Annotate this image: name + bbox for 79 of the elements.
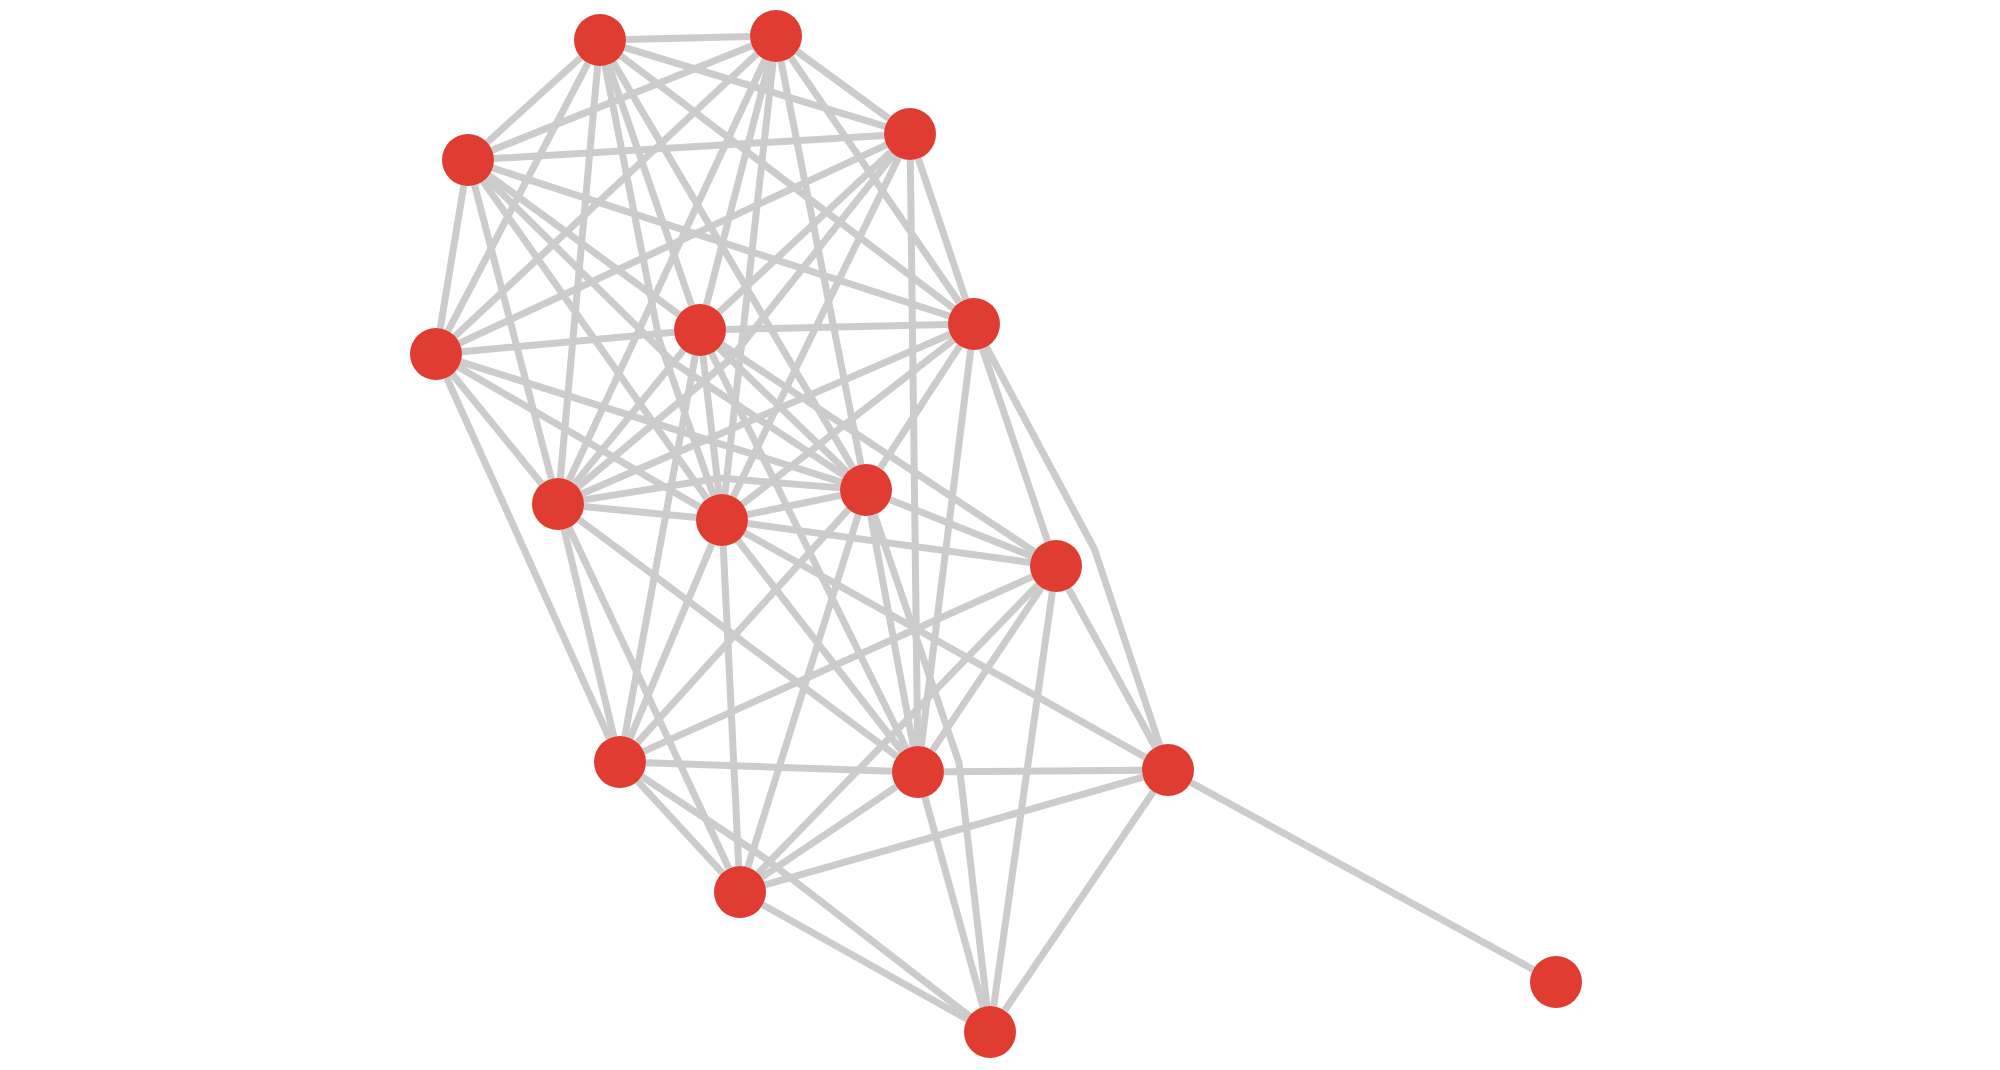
edge-line: [719, 545, 743, 867]
edge-line: [576, 516, 900, 760]
edge-line: [456, 364, 702, 510]
edge-line: [699, 355, 723, 495]
edge-line: [735, 538, 905, 754]
edge-line: [490, 42, 754, 154]
edge-line: [575, 152, 897, 490]
edge-line: [721, 61, 777, 495]
edge-line: [871, 513, 991, 1007]
edge-line: [708, 351, 910, 751]
edge-line: [645, 759, 893, 775]
edge-line: [703, 60, 773, 306]
edge-line: [759, 783, 899, 881]
edge-line: [459, 358, 843, 486]
edge-line: [571, 347, 687, 487]
edge-line: [716, 345, 850, 475]
edge-line: [746, 491, 842, 519]
edge-line: [740, 337, 956, 507]
edge-line: [565, 526, 733, 870]
edge-line: [484, 175, 847, 479]
edge-line: [610, 60, 856, 470]
edge-line: [983, 345, 1164, 747]
edge-line: [730, 155, 902, 499]
edge-line: [990, 591, 1056, 1007]
edge-line: [787, 55, 963, 305]
edge-line: [888, 496, 1034, 560]
edge-line: [580, 331, 952, 497]
edge-line: [471, 184, 555, 480]
edge-line: [877, 343, 963, 471]
edge-line: [943, 766, 1143, 776]
edge-line: [605, 63, 695, 307]
edge-line: [719, 341, 1037, 555]
edge-line: [1189, 779, 1535, 973]
edge-line: [744, 513, 862, 869]
edge-line: [444, 61, 592, 333]
edge-line: [747, 520, 1031, 566]
edge-line: [777, 60, 865, 466]
edge-line: [583, 474, 841, 504]
edge-line: [493, 132, 885, 162]
edge-line: [921, 796, 987, 1008]
edge-line: [725, 321, 949, 333]
edge-line: [443, 376, 613, 740]
edge-line: [565, 58, 769, 482]
edge-line: [742, 529, 1148, 761]
edge-line: [761, 901, 969, 1023]
edge-line: [461, 328, 675, 356]
edge-line: [915, 157, 969, 301]
edge-line: [621, 354, 699, 738]
edge-line: [639, 773, 972, 1019]
edge-line: [906, 159, 922, 747]
edge-line: [716, 149, 894, 315]
edge-line: [618, 52, 956, 312]
edge-line: [626, 542, 716, 740]
edge-line: [452, 51, 760, 339]
edge-line: [764, 773, 1144, 889]
edge-line: [486, 172, 682, 318]
edge-line: [601, 64, 717, 497]
edge-line: [794, 48, 892, 122]
edge-line: [556, 65, 602, 479]
edge-line: [583, 503, 697, 521]
edge-line: [634, 506, 852, 746]
edge-line: [480, 179, 710, 501]
edge-line: [642, 573, 1034, 755]
edge-line: [484, 54, 584, 146]
edge-line: [979, 347, 1051, 543]
edge-line: [623, 44, 887, 130]
edge-line: [635, 778, 725, 876]
edge-line: [491, 164, 951, 320]
edge-line: [917, 349, 975, 747]
edge-line: [458, 141, 888, 347]
edge-line: [755, 582, 1041, 876]
edge-line: [436, 185, 468, 329]
edge-line: [625, 33, 751, 43]
edge-line: [1065, 587, 1159, 749]
edge-line: [929, 585, 1045, 753]
edge-line: [867, 514, 917, 748]
edge-line: [1001, 789, 1157, 1013]
edge-line: [449, 371, 545, 487]
edge-line: [560, 528, 618, 738]
